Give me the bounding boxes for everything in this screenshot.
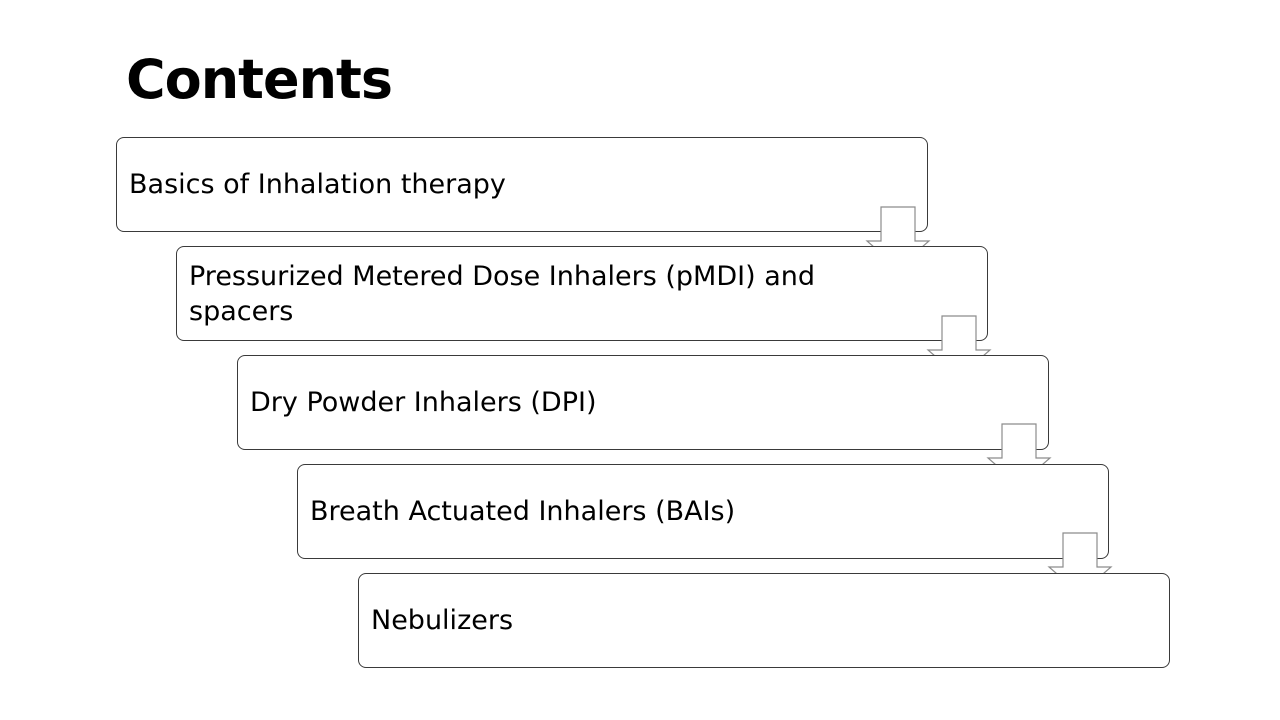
step-box-bai: Breath Actuated Inhalers (BAIs): [297, 464, 1109, 559]
step-label: Pressurized Metered Dose Inhalers (pMDI)…: [189, 260, 816, 327]
step-label: Breath Actuated Inhalers (BAIs): [310, 496, 736, 527]
step-box-pmdi: Pressurized Metered Dose Inhalers (pMDI)…: [176, 246, 988, 341]
slide-title: Contents: [126, 48, 393, 111]
step-box-basics: Basics of Inhalation therapy: [116, 137, 928, 232]
step-label: Basics of Inhalation therapy: [129, 169, 506, 200]
step-label: Dry Powder Inhalers (DPI): [250, 387, 597, 418]
step-label: Nebulizers: [371, 605, 514, 636]
step-box-nebulizers: Nebulizers: [358, 573, 1170, 668]
step-box-dpi: Dry Powder Inhalers (DPI): [237, 355, 1049, 450]
